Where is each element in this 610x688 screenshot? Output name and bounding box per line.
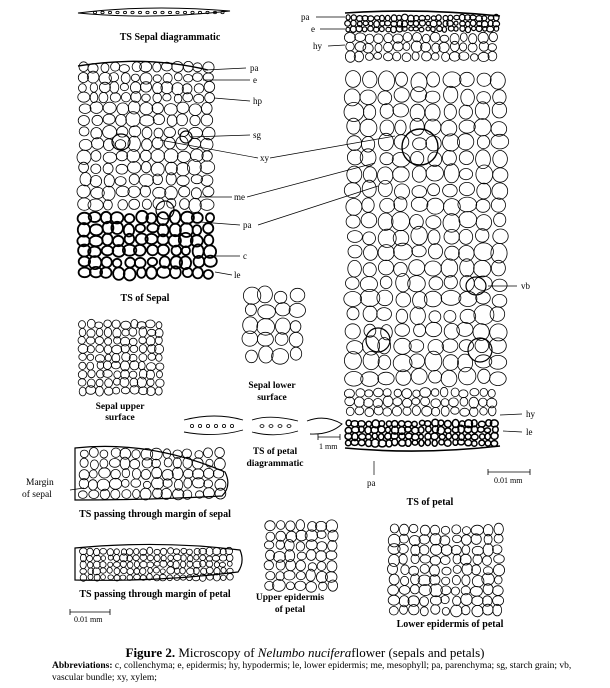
petal-label-e: e	[311, 24, 315, 34]
caption-species: Nelumbo nucifera	[257, 645, 352, 660]
sepal-label-hp: hp	[253, 96, 262, 106]
title-upper-epidermis-petal-2: of petal	[274, 605, 306, 615]
title-sepal-lower-surface-1: Sepal lower	[248, 381, 296, 391]
sepal-label-xy: xy	[260, 153, 269, 163]
title-ts-of-sepal: TS of Sepal	[120, 293, 170, 304]
title-ts-margin-petal: TS passing through margin of petal	[79, 589, 231, 600]
figure-caption: Figure 2. Microscopy of Nelumbo nucifera…	[0, 645, 610, 660]
sepal-label-me: me	[234, 192, 245, 202]
sepal-label-c: c	[243, 251, 247, 261]
petal-label-hy-lower: hy	[526, 409, 535, 419]
scale-bar-margin: 0.01 mm	[74, 615, 103, 624]
figure-number: Figure 2.	[125, 645, 176, 660]
title-lower-epidermis-petal: Lower epidermis of petal	[396, 619, 504, 630]
petal-label-pa-bottom: pa	[367, 478, 376, 488]
title-ts-margin-sepal: TS passing through margin of sepal	[79, 509, 231, 520]
scale-bar-petal-ts: 0.01 mm	[494, 476, 523, 485]
title-sepal-lower-surface-2: surface	[257, 393, 287, 403]
sepal-label-le: le	[234, 270, 241, 280]
abbreviations-text: c, collenchyma; e, epidermis; hy, hypode…	[52, 661, 572, 683]
label-margin-of-sepal-2: of sepal	[22, 490, 52, 500]
title-ts-of-petal: TS of petal	[406, 497, 454, 508]
petal-label-pa: pa	[301, 12, 310, 22]
scale-bar-petal-diag: 1 mm	[319, 442, 338, 451]
sepal-label-sg: sg	[253, 130, 262, 140]
sepal-label-pa-lower: pa	[243, 220, 252, 230]
caption-pre: Microscopy of	[178, 645, 255, 660]
sepal-label-pa: pa	[250, 63, 259, 73]
cell-texture	[74, 7, 510, 618]
abbreviations: Abbreviations: c, collenchyma; e, epider…	[52, 660, 600, 684]
caption-post: flower (sepals and petals)	[351, 645, 485, 660]
petal-label-hy: hy	[313, 41, 322, 51]
sepal-label-e: e	[253, 75, 257, 85]
title-ts-sepal-diagrammatic: TS Sepal diagrammatic	[119, 32, 221, 43]
petal-label-le: le	[526, 427, 533, 437]
scale-bar-graphics	[69, 434, 531, 615]
label-margin-of-sepal-1: Margin	[26, 478, 54, 488]
abbreviations-heading: Abbreviations:	[52, 661, 113, 671]
title-ts-petal-diagrammatic-1: TS of petal	[252, 447, 298, 457]
title-sepal-upper-surface-1: Sepal upper	[95, 402, 145, 412]
title-upper-epidermis-petal-1: Upper epidermis	[255, 593, 325, 603]
title-ts-petal-diagrammatic-2: diagrammatic	[246, 459, 304, 469]
title-sepal-upper-surface-2: surface	[105, 413, 135, 423]
petal-label-vb: vb	[521, 281, 530, 291]
leader-lines	[69, 16, 523, 491]
